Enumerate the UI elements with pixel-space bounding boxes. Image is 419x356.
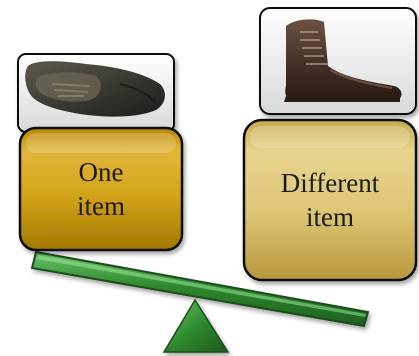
one-item-box [18, 126, 184, 252]
leather-boot-icon [284, 19, 402, 102]
different-item-box [242, 118, 418, 282]
seesaw-beam [30, 250, 370, 328]
worn-shoe-icon [25, 61, 165, 117]
fulcrum-triangle [162, 298, 230, 353]
